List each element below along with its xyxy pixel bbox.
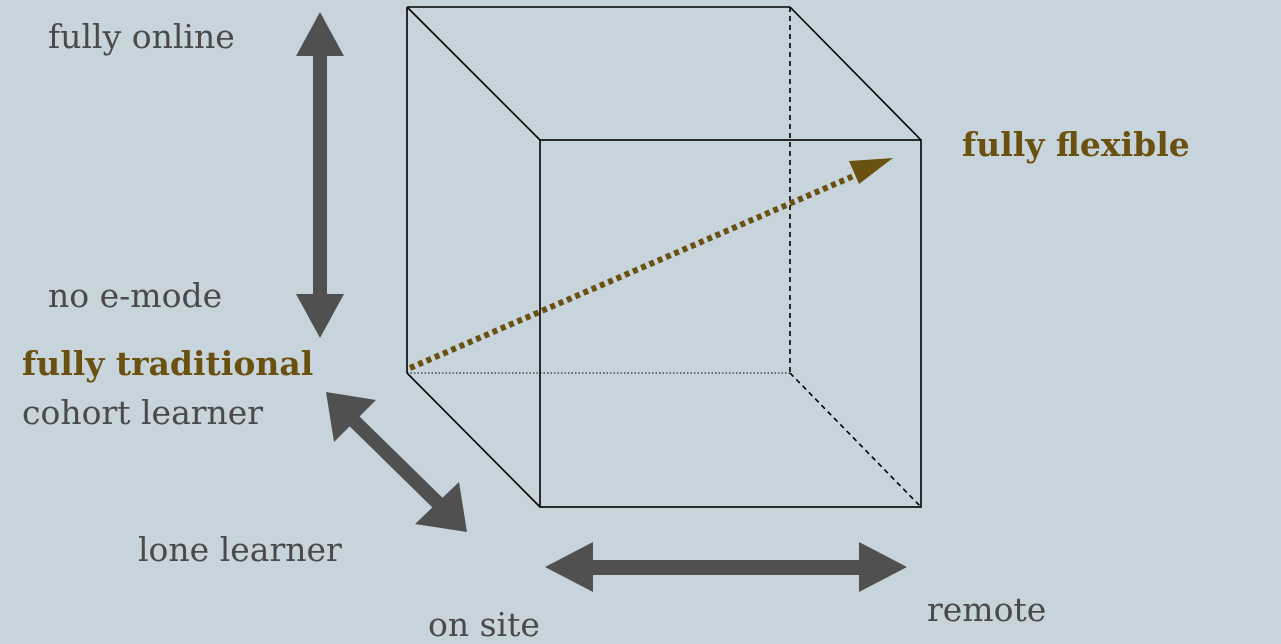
label-fully-online: fully online [48, 17, 235, 56]
label-fully-traditional: fully traditional [22, 344, 314, 383]
cube-edge-top-left [406, 6, 541, 141]
online-axis-arrow [296, 12, 344, 338]
label-remote: remote [927, 590, 1047, 629]
location-axis-arrow [545, 542, 907, 592]
cube-edge-bottom-left [406, 372, 541, 508]
learner-axis-arrow [326, 392, 467, 532]
label-on-site: on site [428, 605, 540, 644]
cube-edge-top-right [789, 6, 922, 141]
cube-edge-bottom-right-hidden [789, 372, 922, 508]
label-no-e-mode: no e-mode [48, 276, 223, 315]
label-cohort-learner: cohort learner [22, 393, 264, 432]
label-fully-flexible: fully flexible [962, 125, 1190, 164]
cube [406, 6, 922, 508]
cube-front-face [539, 139, 922, 508]
label-lone-learner: lone learner [138, 530, 342, 569]
flexibility-dotted-arrow [408, 158, 893, 371]
